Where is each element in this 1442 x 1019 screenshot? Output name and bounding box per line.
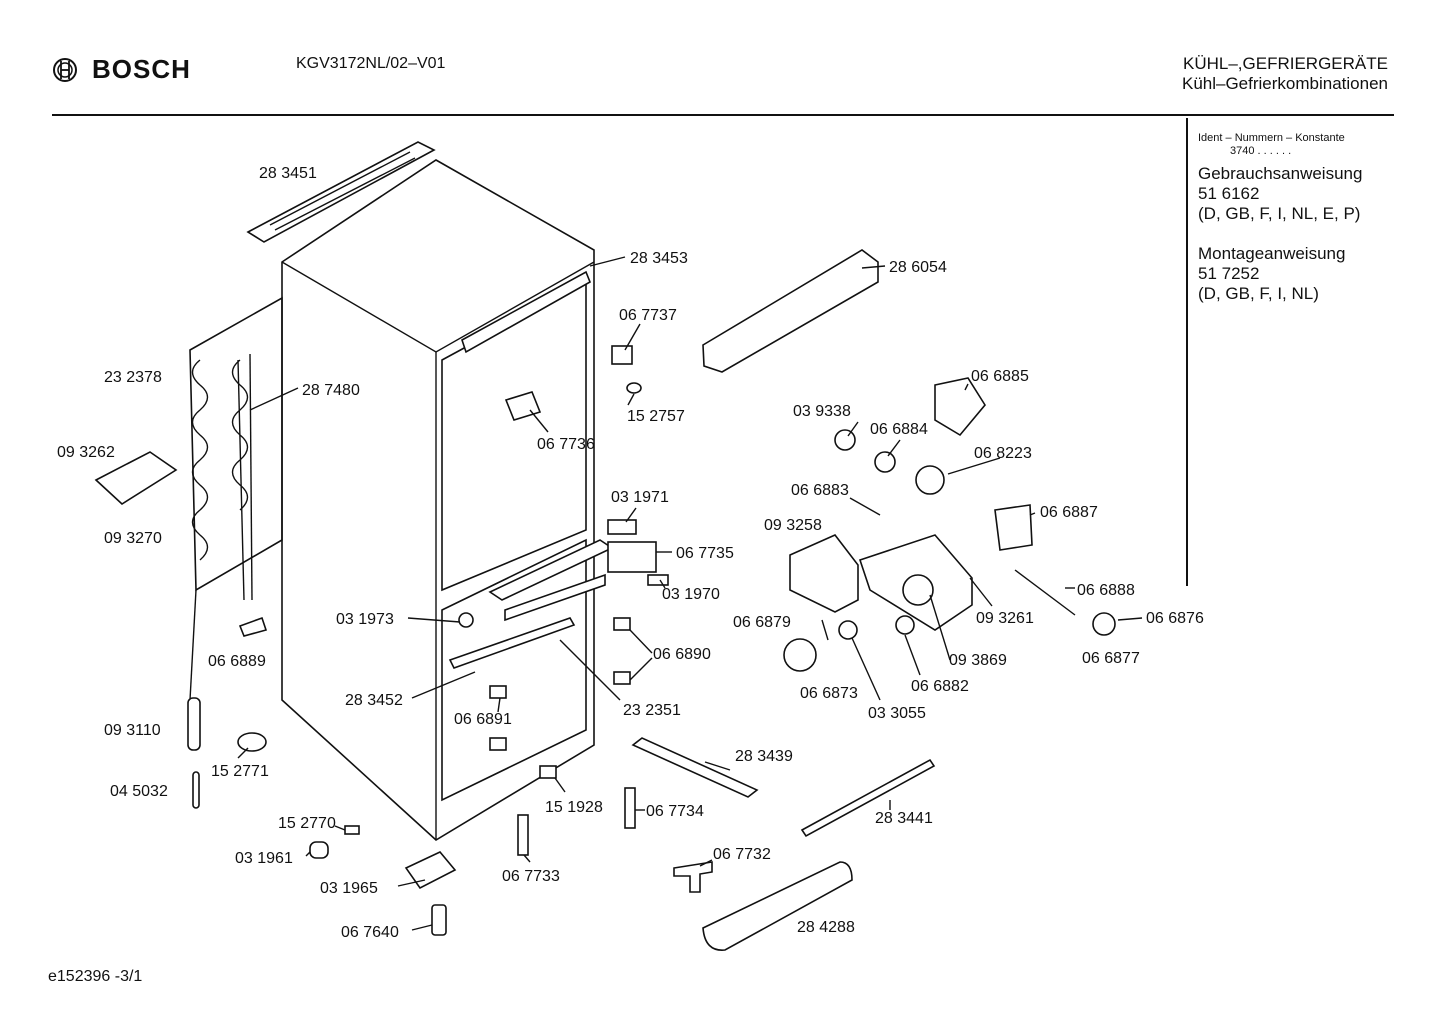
brand-name: BOSCH [92, 54, 191, 84]
category-title: KÜHL–,GEFRIERGERÄTE [1183, 54, 1388, 73]
drawing-id: e152396 -3/1 [48, 968, 143, 985]
small-parts-left [94, 345, 713, 936]
cabinet-body [281, 159, 614, 841]
part-label: 06 7640 [341, 924, 399, 941]
part-283441-shape [800, 758, 936, 838]
part-label: 09 3261 [976, 610, 1034, 627]
header-rule [52, 114, 1394, 116]
part-label: 06 7735 [676, 545, 734, 562]
part-label: 03 3055 [868, 705, 926, 722]
part-label: 28 7480 [302, 382, 360, 399]
part-label: 28 3452 [345, 692, 403, 709]
control-unit [783, 377, 1116, 672]
part-label: 03 1970 [662, 586, 720, 603]
part-label: 09 3258 [764, 517, 822, 534]
part-label: 03 1965 [320, 880, 378, 897]
part-label: 28 3441 [875, 810, 933, 827]
part-286054-shape [702, 249, 879, 373]
part-label: 03 1971 [611, 489, 669, 506]
ident-label: Ident – Nummern – Konstante [1198, 132, 1345, 144]
part-label: 06 8223 [974, 445, 1032, 462]
category-subtitle: Kühl–Gefrierkombinationen [1181, 74, 1388, 93]
part-label: 06 7736 [537, 436, 595, 453]
part-label: 06 7733 [502, 868, 560, 885]
part-label: 06 6884 [870, 421, 928, 438]
part-label: 15 2757 [627, 408, 685, 425]
part-label: 06 6883 [791, 482, 849, 499]
part-label: 06 6877 [1082, 650, 1140, 667]
part-label: 04 5032 [110, 783, 168, 800]
part-label: 06 6885 [971, 368, 1029, 385]
part-283439-shape [631, 737, 759, 798]
manual-number: 51 6162 [1198, 184, 1260, 203]
part-label: 06 6890 [653, 646, 711, 663]
part-label: 06 6888 [1077, 582, 1135, 599]
part-label: 23 2378 [104, 369, 162, 386]
part-label: 28 3451 [259, 165, 317, 182]
part-label: 28 4288 [797, 919, 855, 936]
part-label: 28 6054 [889, 259, 947, 276]
bosch-armature-icon [53, 57, 77, 82]
side-panel-divider [1186, 118, 1188, 586]
part-label: 06 6879 [733, 614, 791, 631]
part-label: 09 3270 [104, 530, 162, 547]
top-vent-strip [246, 141, 436, 243]
part-label: 15 2770 [278, 815, 336, 832]
manual-languages: (D, GB, F, I, NL, E, P) [1198, 204, 1361, 223]
part-284288-shape [702, 861, 853, 951]
install-languages: (D, GB, F, I, NL) [1198, 284, 1319, 303]
part-label: 06 6876 [1146, 610, 1204, 627]
part-label: 23 2351 [623, 702, 681, 719]
part-label: 06 6887 [1040, 504, 1098, 521]
brand-logo: BOSCH [52, 54, 191, 85]
manual-title: Gebrauchsanweisung [1198, 164, 1363, 183]
part-label: 09 3869 [949, 652, 1007, 669]
part-labels: 28 3451 28 3453 28 6054 06 7737 23 2378 … [57, 165, 1204, 941]
install-title: Montageanweisung [1198, 244, 1346, 263]
install-number: 51 7252 [1198, 264, 1260, 283]
part-label: 15 1928 [545, 799, 603, 816]
leader-lines [237, 256, 1143, 931]
part-label: 06 7734 [646, 803, 704, 820]
part-label: 06 6882 [911, 678, 969, 695]
appliance-category: KÜHL–,GEFRIERGERÄTE Kühl–Gefrierkombinat… [1182, 54, 1388, 94]
part-label: 06 6889 [208, 653, 266, 670]
part-label: 06 6873 [800, 685, 858, 702]
part-label: 03 1973 [336, 611, 394, 628]
part-label: 06 7737 [619, 307, 677, 324]
part-label: 06 6891 [454, 711, 512, 728]
side-panel: Ident – Nummern – Konstante 3740 . . . .… [1198, 132, 1398, 304]
part-label: 28 3453 [630, 250, 688, 267]
part-label: 09 3110 [104, 722, 161, 739]
part-label: 03 9338 [793, 403, 851, 420]
condenser-coil [189, 296, 283, 701]
ident-value: 3740 . . . . . . [1230, 145, 1292, 157]
part-label: 03 1961 [235, 850, 293, 867]
part-label: 15 2771 [211, 763, 269, 780]
part-label: 06 7732 [713, 846, 771, 863]
part-label: 28 3439 [735, 748, 793, 765]
part-label: 09 3262 [57, 444, 115, 461]
model-number: KGV3172NL/02–V01 [296, 55, 446, 72]
